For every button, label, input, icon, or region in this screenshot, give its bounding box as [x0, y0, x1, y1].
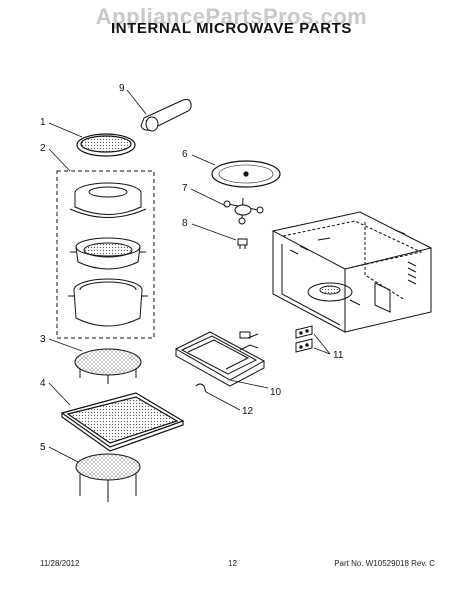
part-3-rack — [74, 348, 142, 384]
callout-2: 2 — [40, 143, 46, 154]
callout-3: 3 — [40, 334, 46, 345]
callout-9: 9 — [119, 83, 125, 94]
callout-8: 8 — [182, 218, 188, 229]
part-12-clip — [195, 383, 207, 393]
callout-6: 6 — [182, 149, 188, 160]
callout-12: 12 — [242, 406, 254, 417]
part-7-turntable-support — [223, 197, 264, 225]
part-11-brackets — [295, 325, 313, 353]
callout-7: 7 — [182, 183, 188, 194]
footer-page-number: 12 — [228, 559, 237, 568]
page-title: INTERNAL MICROWAVE PARTS — [110, 20, 353, 37]
part-5-rack — [75, 453, 141, 502]
part-4-baking-tray — [60, 392, 185, 452]
part-1-crisper-pan — [76, 133, 136, 157]
callout-4: 4 — [40, 378, 46, 389]
footer-date: 11/28/2012 — [40, 559, 80, 568]
part-2-steamer-set — [56, 170, 155, 339]
footer-part-number: Part No. W10529018 Rev. C — [334, 559, 435, 568]
microwave-cavity — [271, 211, 433, 333]
callout-1: 1 — [40, 117, 46, 128]
callout-10: 10 — [270, 387, 282, 398]
part-9-handle — [140, 99, 192, 132]
watermark: AppliancePartsPros.com — [95, 4, 368, 29]
part-8-coupler — [237, 238, 248, 249]
leader-lines — [48, 89, 331, 463]
callout-labels: 1 2 3 4 5 6 7 8 9 10 11 12 — [40, 83, 344, 453]
part-10-heating-element — [174, 331, 266, 387]
callout-5: 5 — [40, 442, 46, 453]
part-6-turntable — [211, 160, 281, 188]
callout-11: 11 — [333, 350, 344, 361]
